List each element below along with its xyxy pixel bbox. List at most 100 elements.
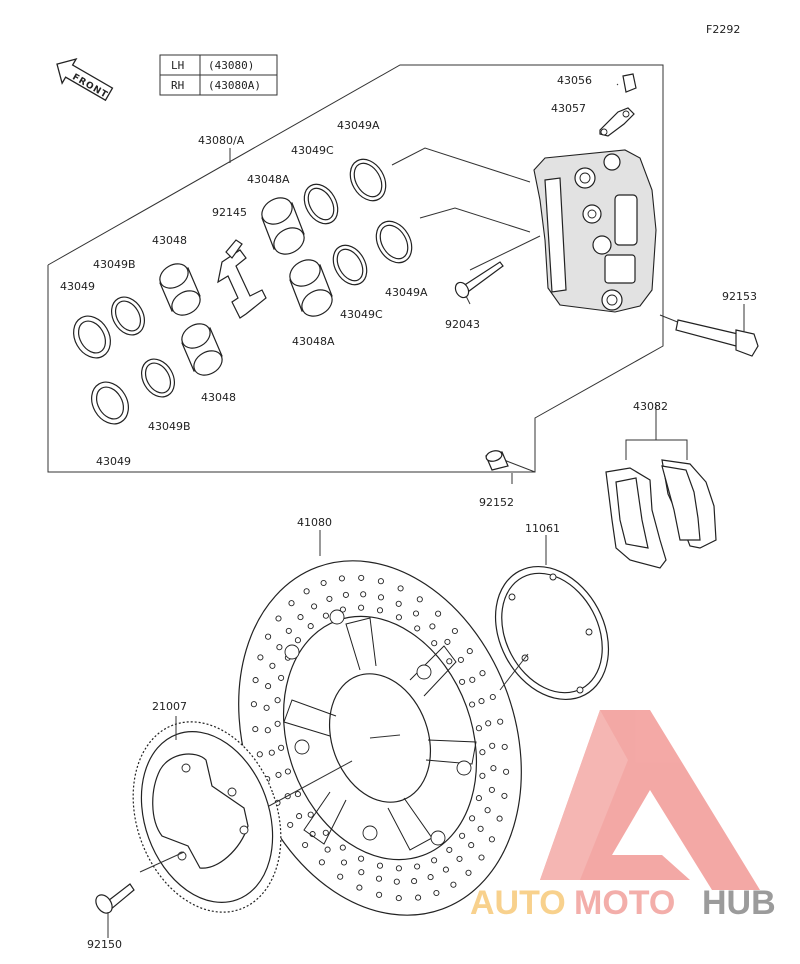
- table-part-rh: (43080A): [208, 79, 261, 92]
- disc-vent-hole: [459, 678, 466, 685]
- disc-vent-hole: [490, 765, 497, 772]
- piston-43048-lower: [181, 323, 223, 376]
- shim-11061: [494, 565, 610, 701]
- disc-vent-hole: [427, 874, 434, 881]
- disc-vent-hole: [284, 768, 291, 775]
- disc-vent-hole: [307, 811, 314, 818]
- label-43082: 43082: [633, 400, 668, 413]
- logo-text-moto: MOTO: [574, 884, 675, 922]
- brake-pads-43082: [605, 420, 717, 569]
- assembly-table: LH (43080) RH (43080A): [159, 54, 278, 96]
- disc-vent-hole: [294, 791, 301, 798]
- label-11061: 11061: [525, 522, 560, 535]
- disc-vent-hole: [265, 683, 272, 690]
- disc-vent-hole: [376, 891, 383, 898]
- caliper-body: [533, 149, 657, 313]
- disc-vent-hole: [484, 807, 491, 814]
- disc-vent-hole: [256, 751, 263, 758]
- disc-vent-hole: [340, 859, 348, 866]
- disc-vent-hole: [459, 832, 466, 839]
- bolt-92153: [675, 319, 759, 357]
- disc-vent-hole: [377, 594, 385, 601]
- disc-vent-hole: [475, 725, 482, 732]
- disc-vent-hole: [337, 873, 344, 880]
- logo-text-hub: HUB: [702, 884, 776, 922]
- logo-text-auto: AUTO: [470, 884, 566, 922]
- disc-vent-hole: [478, 854, 485, 861]
- disc-vent-hole: [278, 674, 285, 681]
- collar-92152: [485, 450, 509, 471]
- disc-vent-hole: [377, 578, 384, 585]
- disc-vent-hole: [414, 863, 421, 870]
- label-92145: 92145: [212, 206, 247, 219]
- label-43049b-upper: 43049B: [93, 258, 136, 271]
- disc-vent-hole: [268, 749, 275, 756]
- disc-vent-hole: [496, 815, 503, 822]
- disc-vent-hole: [257, 654, 264, 661]
- disc-vent-hole: [416, 596, 423, 603]
- disc-vent-hole: [360, 591, 367, 598]
- table-side-rh: RH: [171, 79, 184, 92]
- disc-vent-hole: [264, 727, 271, 734]
- kit-frame: [47, 64, 664, 473]
- disc-vent-hole: [451, 627, 458, 635]
- disc-vent-hole: [318, 859, 325, 866]
- disc-vent-hole: [274, 720, 281, 727]
- disc-vent-hole: [338, 575, 345, 582]
- disc-vent-hole: [376, 607, 384, 614]
- label-43049c-upper: 43049C: [291, 144, 334, 157]
- bleeder-43056: [622, 73, 637, 93]
- disc-vent-hole: [294, 637, 301, 644]
- piston-43048a-upper: [261, 197, 305, 255]
- label-92150: 92150: [87, 938, 122, 951]
- label-43049a-lower: 43049A: [385, 286, 428, 299]
- label-43057: 43057: [551, 102, 586, 115]
- label-21007: 21007: [152, 700, 187, 713]
- label-43049b-lower: 43049B: [148, 420, 191, 433]
- table-side-lh: LH: [171, 59, 184, 72]
- piston-43048-upper: [159, 263, 201, 316]
- seal-rings: [73, 158, 413, 425]
- disc-vent-hole: [358, 574, 365, 581]
- disc-vent-hole: [252, 726, 259, 733]
- disc-vent-hole: [446, 658, 453, 665]
- disc-vent-hole: [501, 743, 508, 750]
- pistons: [159, 197, 333, 376]
- disc-vent-hole: [322, 829, 329, 836]
- disc-vent-hole: [303, 588, 310, 595]
- disc-vent-hole: [469, 815, 476, 822]
- pin-92043: [454, 261, 504, 299]
- disc-vent-hole: [250, 701, 257, 708]
- disc-vent-hole: [322, 612, 329, 619]
- disc-vent-hole: [302, 841, 309, 849]
- disc-vent-hole: [265, 633, 272, 640]
- label-43048-lower: 43048: [201, 391, 236, 404]
- disc-vent-hole: [263, 704, 270, 711]
- disc-vent-hole: [358, 604, 365, 611]
- label-43048-upper: 43048: [152, 234, 187, 247]
- disc-vent-hole: [395, 600, 402, 607]
- disc-vent-hole: [444, 638, 451, 645]
- label-43049-upper: 43049: [60, 280, 95, 293]
- disc-spokes: [283, 617, 477, 851]
- disc-vent-hole: [275, 615, 282, 622]
- disc-vent-hole: [278, 744, 285, 751]
- label-43049a-upper: 43049A: [337, 119, 380, 132]
- label-92152: 92152: [479, 496, 514, 509]
- spring-clip-92145: [217, 239, 267, 319]
- disc-vent-hole: [285, 627, 292, 634]
- label-43049c-lower: 43049C: [340, 308, 383, 321]
- label-43056: 43056: [557, 74, 592, 87]
- disc-vent-hole: [288, 600, 295, 607]
- disc-vent-hole: [431, 640, 438, 647]
- disc-vent-hole: [479, 749, 486, 756]
- bolt-92150: [95, 883, 135, 914]
- lower-leaders: [107, 295, 745, 938]
- table-part-lh: (43080): [208, 59, 254, 72]
- label-92043: 92043: [445, 318, 480, 331]
- disc-vent-hole: [435, 610, 442, 617]
- disc-vent-hole: [429, 623, 436, 630]
- disc-vent-hole: [475, 795, 482, 802]
- leader-lines: [391, 83, 686, 473]
